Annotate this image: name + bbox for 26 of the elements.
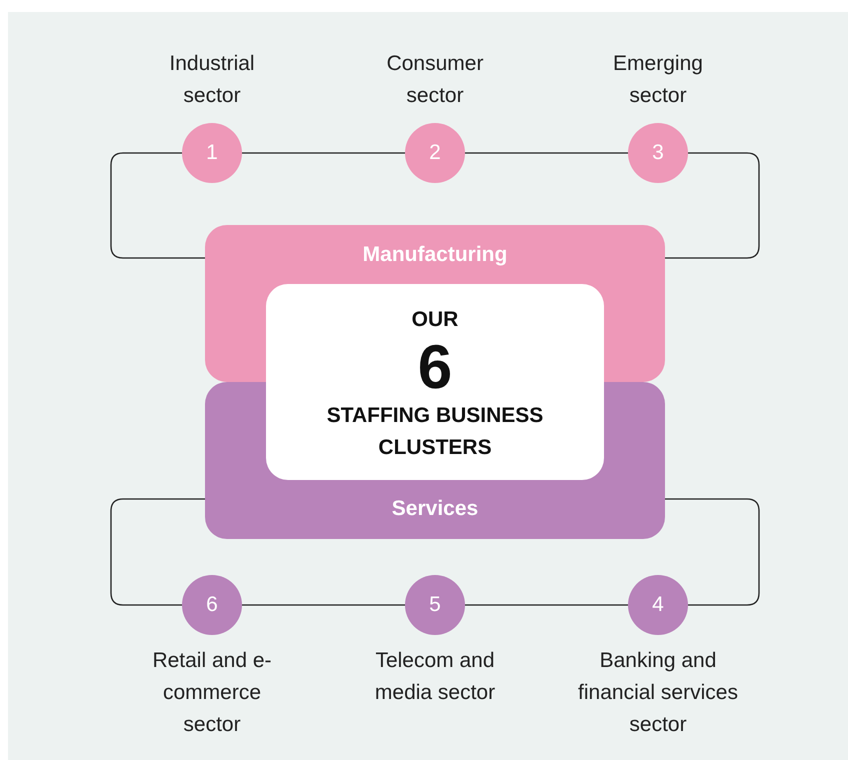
connector-line	[465, 152, 628, 154]
heading-text: OUR	[412, 307, 458, 333]
sector-label: Consumer sector	[386, 51, 484, 109]
step-number: 3	[652, 141, 664, 165]
step-number: 1	[206, 141, 218, 165]
sector-label: Emerging sector	[612, 51, 704, 109]
step-number: 2	[429, 141, 441, 165]
center-card	[266, 284, 604, 480]
sector-label: Industrial sector	[168, 51, 256, 109]
category-title: Services	[392, 497, 478, 521]
heading-text: STAFFING BUSINESS CLUSTERS	[326, 403, 544, 461]
step-number: 4	[652, 593, 664, 617]
connector-line	[110, 152, 205, 259]
category-title: Manufacturing	[362, 243, 508, 267]
connector-line	[242, 604, 405, 606]
connector-line	[110, 498, 205, 606]
step-number: 5	[429, 593, 441, 617]
connector-line	[665, 498, 760, 606]
connector-line	[665, 152, 760, 259]
connector-line	[242, 152, 405, 154]
count-number: 6	[418, 336, 452, 400]
sector-label: Banking and financial services sector	[577, 648, 739, 738]
sector-label: Retail and e-commerce sector	[151, 648, 273, 738]
connector-line	[465, 604, 628, 606]
sector-label: Telecom and media sector	[374, 648, 496, 706]
step-number: 6	[206, 593, 218, 617]
